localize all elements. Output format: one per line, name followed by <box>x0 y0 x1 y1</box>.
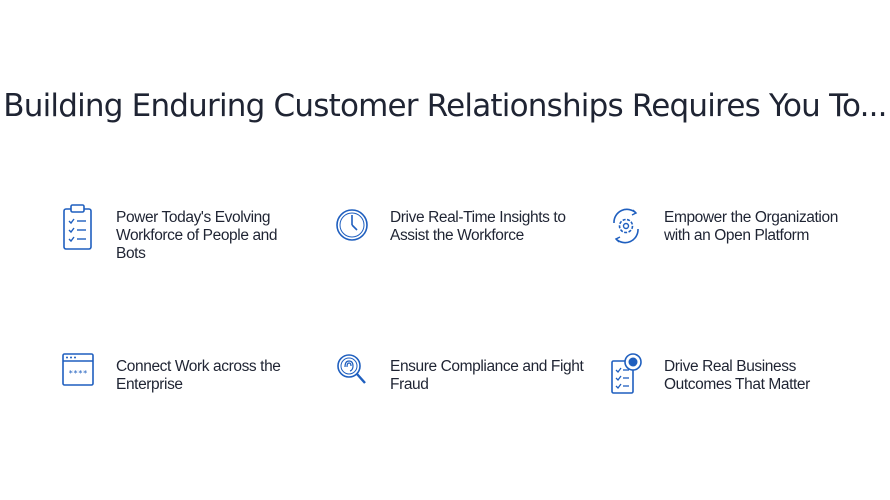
password-window-icon: **** <box>62 353 94 386</box>
feature-label: Power Today's Evolving Workforce of Peop… <box>116 209 278 262</box>
clock-icon <box>336 209 368 241</box>
clipboard-checklist-icon <box>63 204 92 250</box>
page-headline: Building Enduring Customer Relationships… <box>3 88 887 124</box>
gear-cycle-icon <box>613 208 639 244</box>
feature-item-workforce: Power Today's Evolving Workforce of Peop… <box>60 203 310 263</box>
svg-text:****: **** <box>68 369 87 378</box>
feature-label: Drive Real Business Outcomes That Matter <box>664 358 810 393</box>
feature-item-business-outcomes: Drive Real Business Outcomes That Matter <box>608 352 858 402</box>
feature-label: Empower the Organization with an Open Pl… <box>664 209 838 244</box>
checklist-target-icon <box>611 353 642 394</box>
feature-label: Ensure Compliance and Fight Fraud <box>390 358 584 393</box>
feature-item-compliance: Ensure Compliance and Fight Fraud <box>334 352 584 402</box>
magnifier-fingerprint-icon <box>337 354 366 384</box>
feature-item-insights: Drive Real-Time Insights to Assist the W… <box>334 203 584 253</box>
feature-label: Drive Real-Time Insights to Assist the W… <box>390 209 566 244</box>
feature-label: Connect Work across the Enterprise <box>116 358 281 393</box>
feature-item-open-platform: Empower the Organization with an Open Pl… <box>608 203 858 253</box>
feature-item-connect-work: **** Connect Work across the Enterprise <box>60 352 310 402</box>
